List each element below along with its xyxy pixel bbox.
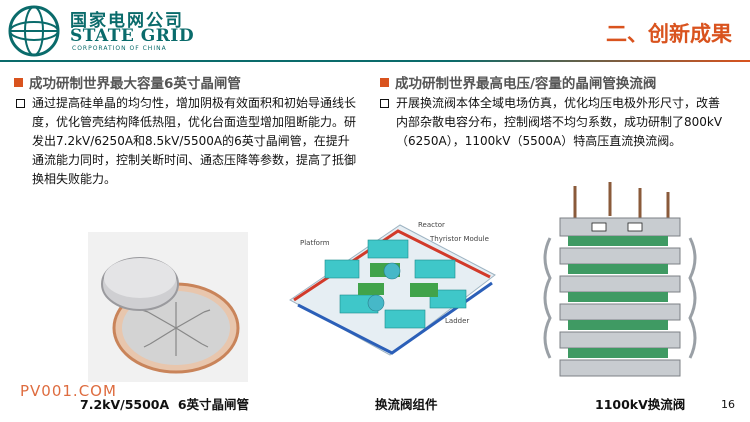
valve-tower-image <box>540 178 700 383</box>
right-body-text: 开展换流阀本体全域电场仿真，优化均压电极外形尺寸，改善内部杂散电容分布，控制阀塔… <box>396 96 723 148</box>
page-number: 16 <box>721 398 735 411</box>
square-bullet-icon <box>380 78 389 87</box>
checkbox-bullet-icon <box>16 99 25 108</box>
company-name-en: State Grid <box>70 26 195 46</box>
valve-module-diagram-image: Platform Reactor Thyristor Module Ladder <box>289 221 496 356</box>
state-grid-logo-icon <box>8 5 60 57</box>
label-ladder: Ladder <box>445 317 469 325</box>
watermark: PV001.COM <box>20 382 117 400</box>
right-bullet: 开展换流阀本体全域电场仿真，优化均压电极外形尺寸，改善内部杂散电容分布，控制阀塔… <box>380 94 730 151</box>
caption-thyristor: 7.2kV/5500A 6英寸晶闸管 <box>80 397 250 412</box>
company-name-cn: 国家电网公司 <box>70 11 184 31</box>
right-heading: 成功研制世界最高电压/容量的晶闸管换流阀 <box>380 72 656 92</box>
thyristor-disc-image <box>88 232 248 382</box>
header-divider <box>0 60 750 62</box>
label-platform: Platform <box>300 239 330 247</box>
company-subtitle: CORPORATION OF CHINA <box>72 45 167 52</box>
right-heading-text: 成功研制世界最高电压/容量的晶闸管换流阀 <box>395 76 657 92</box>
left-heading: 成功研制世界最大容量6英寸晶闸管 <box>14 72 241 92</box>
section-title: 二、创新成果 <box>606 22 732 46</box>
checkbox-bullet-icon <box>380 99 389 108</box>
left-heading-text: 成功研制世界最大容量6英寸晶闸管 <box>29 76 241 92</box>
label-thyristor-module: Thyristor Module <box>429 235 489 243</box>
caption-valve-tower: 1100kV换流阀 <box>595 397 686 412</box>
label-reactor: Reactor <box>418 221 445 229</box>
left-bullet: 通过提高硅单晶的均匀性，增加阴极有效面积和初始导通线长度，优化管壳结构降低热阻，… <box>16 94 361 189</box>
caption-valve-module: 换流阀组件 <box>375 397 438 412</box>
left-body-text: 通过提高硅单晶的均匀性，增加阴极有效面积和初始导通线长度，优化管壳结构降低热阻，… <box>32 96 357 186</box>
square-bullet-icon <box>14 78 23 87</box>
